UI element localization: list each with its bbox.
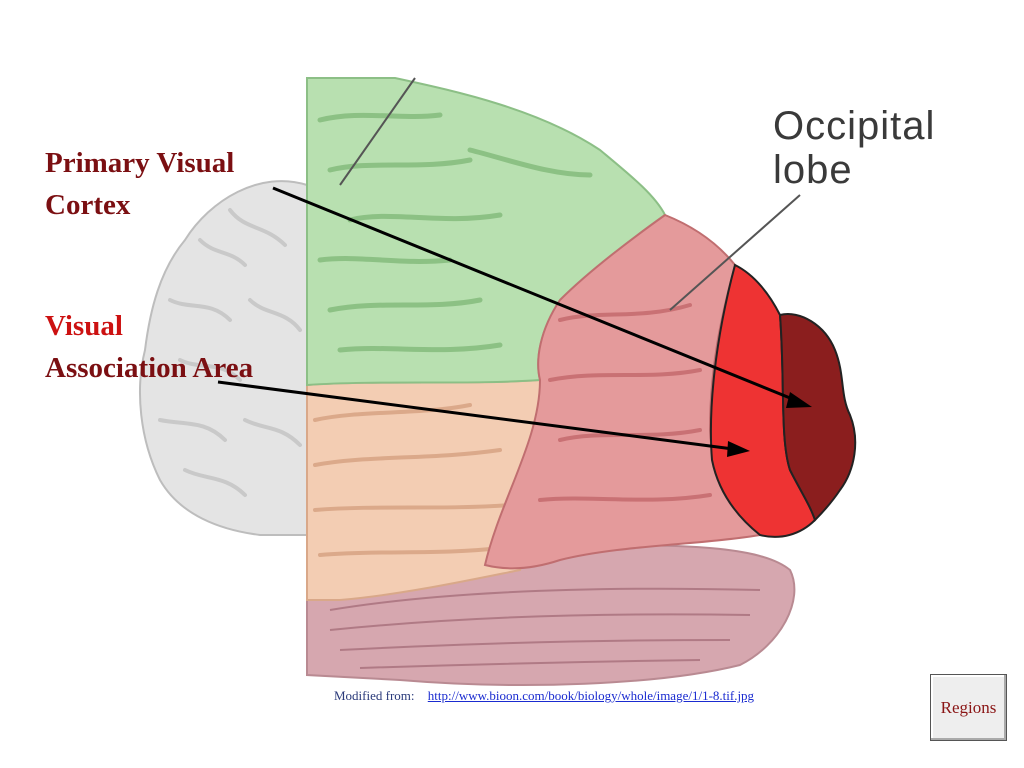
occipital-lobe-label-line2: lobe [773, 148, 853, 192]
credit-link[interactable]: http://www.bioon.com/book/biology/whole/… [427, 688, 755, 703]
image-credit: Modified from: http://www.bioon.com/book… [334, 688, 754, 704]
frontal-parietal-lobe [306, 77, 667, 387]
occipital-leader-line [669, 194, 801, 311]
occipital-lobe-label: Occipital lobe [773, 104, 935, 192]
primary-visual-cortex-label-line2: Cortex [45, 189, 131, 221]
left-hemisphere [139, 180, 308, 536]
credit-prefix: Modified from: [334, 688, 415, 703]
regions-button[interactable]: Regions [930, 674, 1007, 741]
top-leader-line [339, 77, 416, 186]
visual-association-area-label-line2: Association Area [45, 352, 254, 384]
visual-association-arrow [217, 380, 750, 457]
primary-visual-cortex-region [778, 313, 857, 522]
visual-association-area-label-line1: Visual [45, 310, 123, 342]
primary-visual-cortex-label: Primary Visual Cortex [45, 142, 234, 226]
visual-association-area-label: Visual Association Area [45, 305, 253, 389]
primary-visual-cortex-label-line1: Primary Visual [45, 147, 235, 179]
primary-visual-cortex-arrow [272, 186, 812, 408]
regions-button-label: Regions [940, 697, 997, 717]
occipital-lobe-label-line1: Occipital [773, 104, 936, 148]
